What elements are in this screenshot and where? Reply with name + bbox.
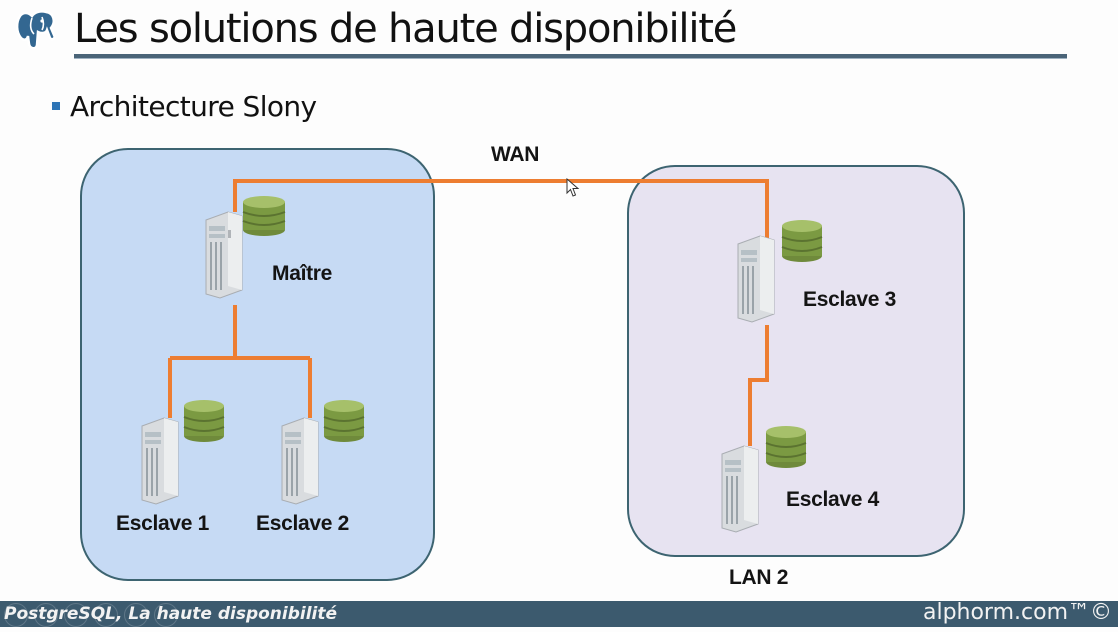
server-database-icon	[141, 400, 225, 505]
server-database-icon	[737, 220, 823, 323]
node-slave-4[interactable]	[714, 424, 814, 534]
bullet-text: Architecture Slony	[70, 90, 317, 123]
server-database-icon	[205, 196, 286, 299]
link-slave3-slave4	[748, 325, 769, 446]
page-title: Les solutions de haute disponibilité	[74, 6, 737, 52]
node-label-slave-1: Esclave 1	[116, 512, 210, 535]
brand-label: alphorm.com™©	[922, 600, 1112, 625]
node-master[interactable]	[198, 190, 298, 300]
node-label-slave-3: Esclave 3	[803, 288, 897, 311]
mouse-cursor-icon	[566, 178, 580, 197]
node-slave-1[interactable]	[134, 396, 234, 506]
node-label-slave-2: Esclave 2	[256, 512, 350, 535]
zone-label-lan-2: LAN 2	[729, 566, 789, 589]
wan-label: WAN	[491, 143, 540, 166]
node-label-master: Maître	[272, 262, 333, 285]
link-master-slave3	[233, 179, 769, 238]
server-database-icon	[281, 400, 365, 505]
server-database-icon	[721, 426, 807, 533]
footer-bar: PostgreSQL, La haute disponibilité alpho…	[0, 600, 1118, 627]
title-underline	[74, 54, 1067, 59]
bullet-marker	[52, 102, 60, 110]
node-slave-3[interactable]	[730, 214, 830, 324]
node-slave-2[interactable]	[274, 396, 374, 506]
postgresql-elephant-icon	[15, 10, 56, 50]
course-title: PostgreSQL, La haute disponibilité	[4, 604, 338, 624]
node-label-slave-4: Esclave 4	[786, 488, 880, 511]
